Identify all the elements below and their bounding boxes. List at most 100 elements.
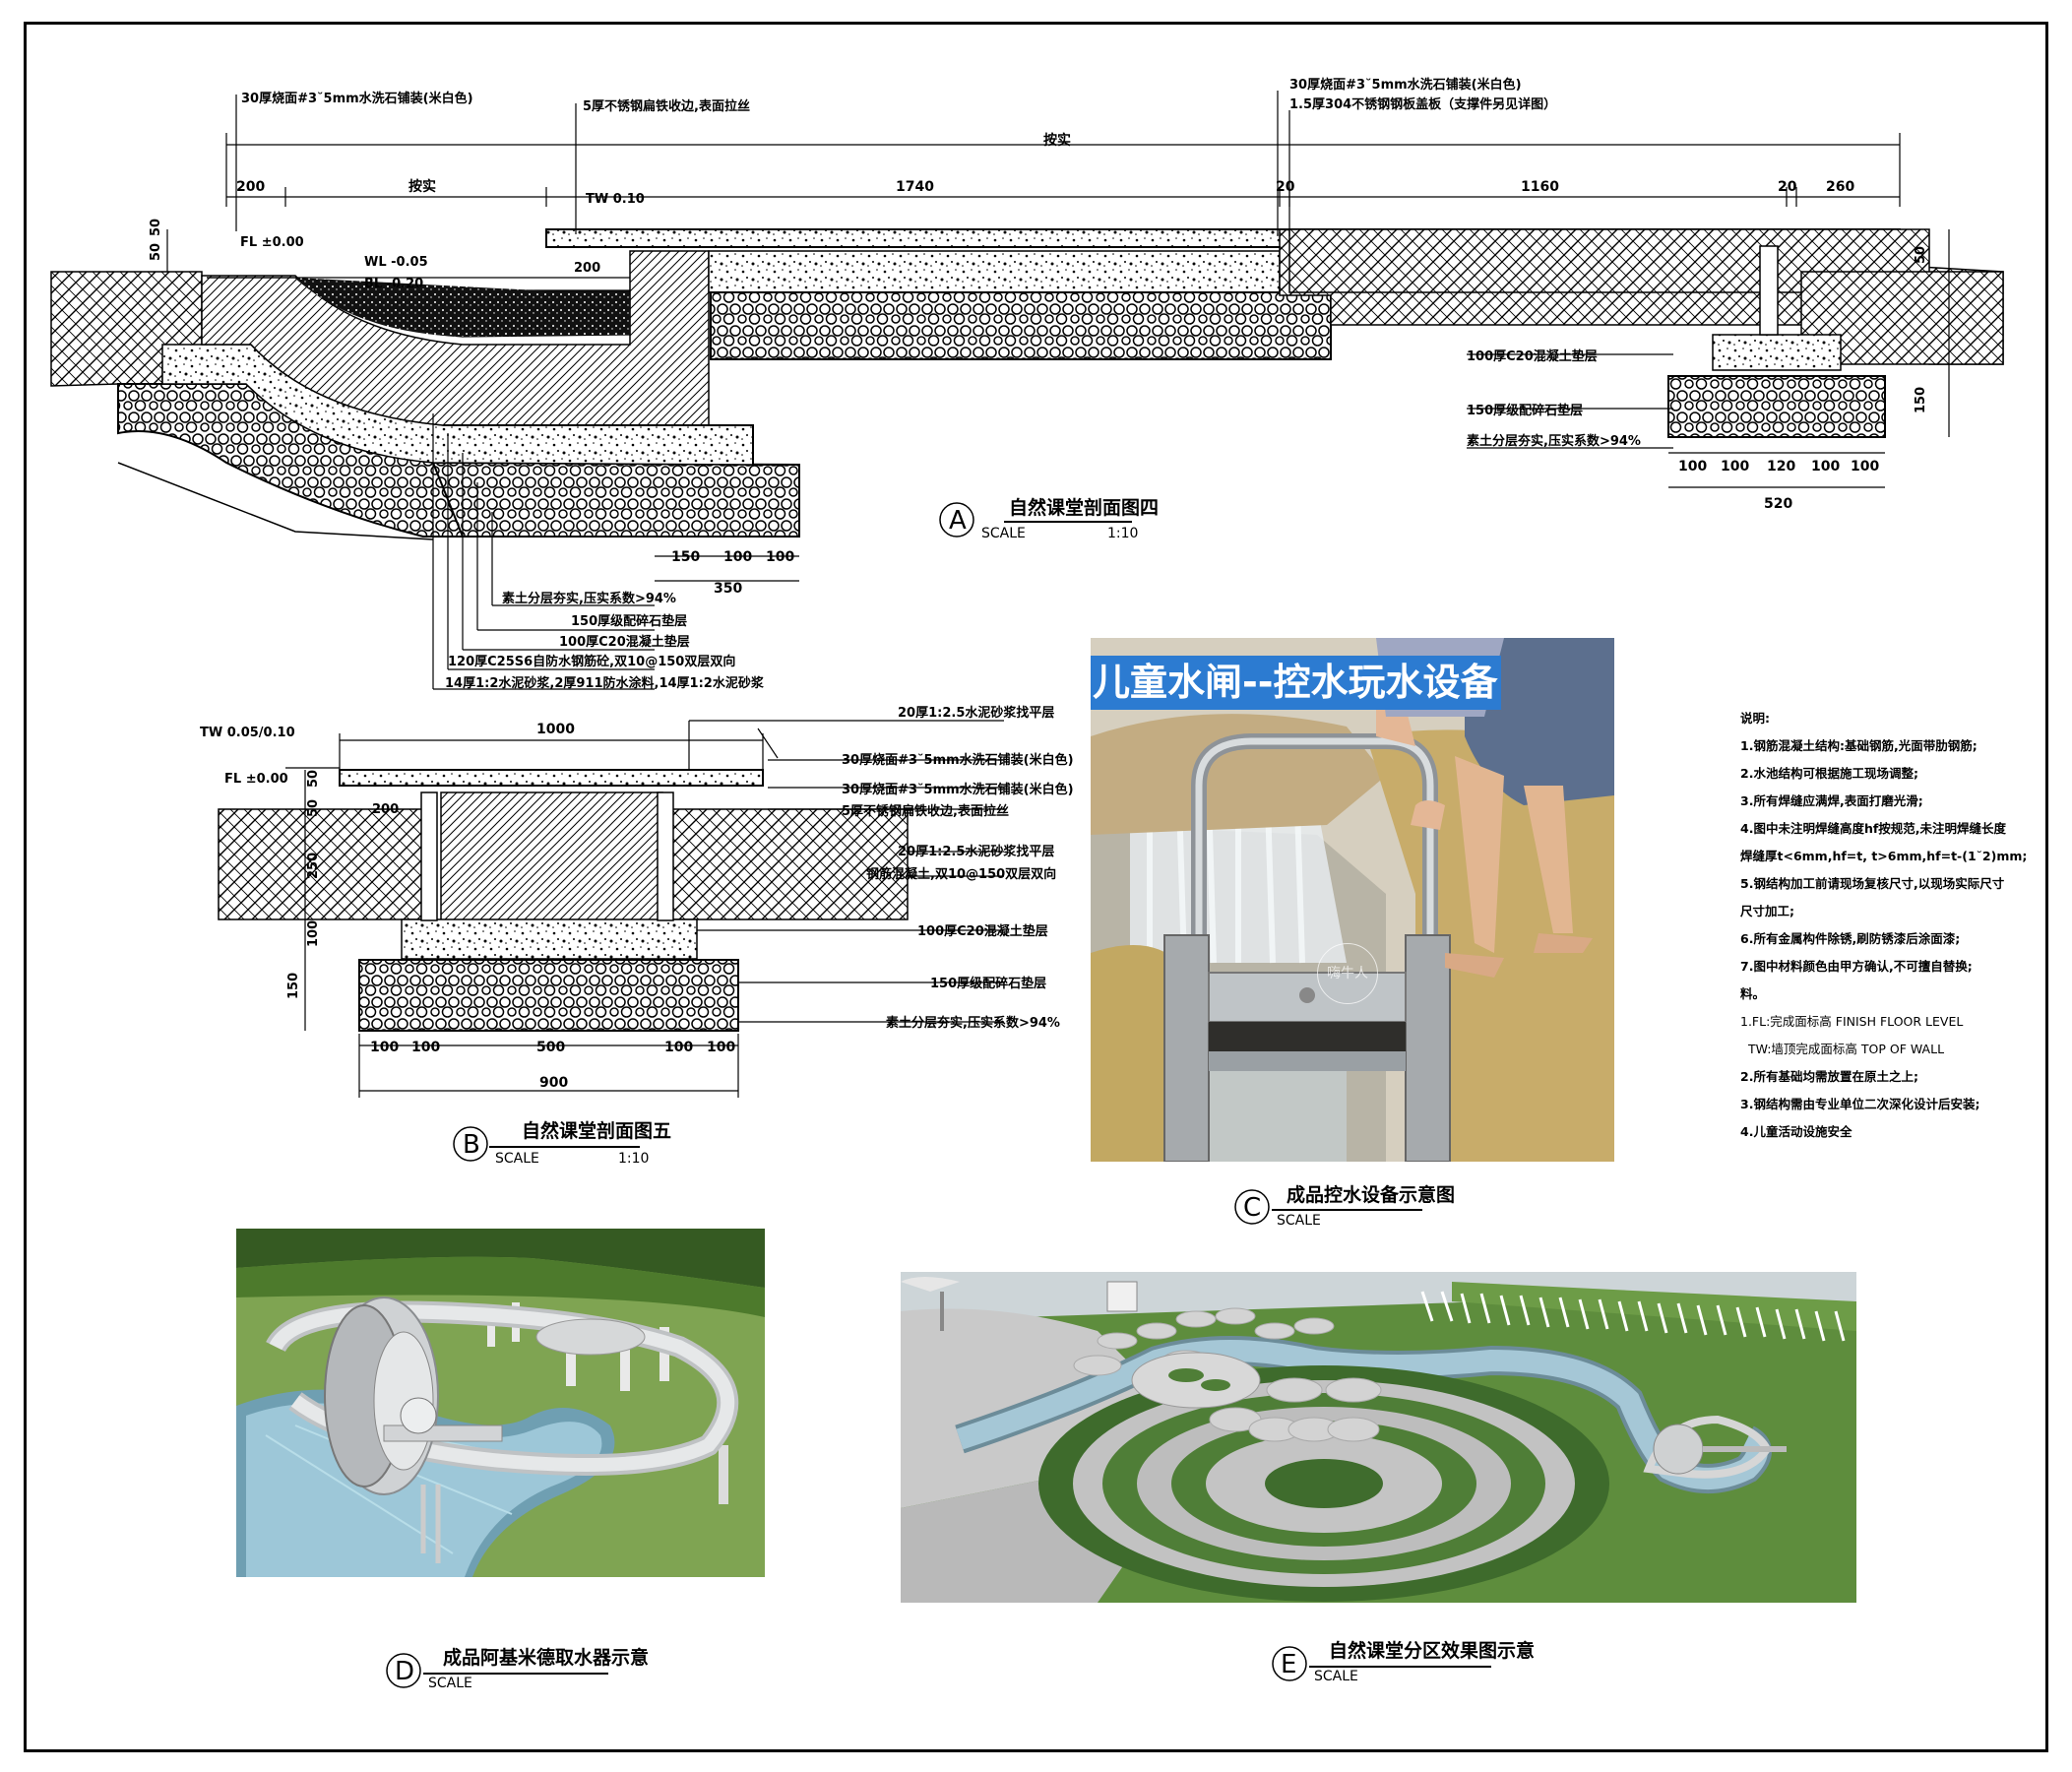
section-a-note-top-1: 30厚烧面#3˘5mm水洗石铺装(米白色) (241, 91, 473, 106)
section-a-bottom-dim-1: 150 (671, 549, 700, 565)
panel-e-scale-word: SCALE (1314, 1669, 1358, 1684)
section-a-total-dim: 按实 (1043, 132, 1071, 149)
panel-d-title-block: D 成品阿基米德取水器示意 SCALE (386, 1646, 649, 1691)
note-item: 1.FL:完成面标高 FINISH FLOOR LEVEL (1740, 1014, 1964, 1029)
panel-e-render (901, 1272, 1856, 1603)
panel-d-render (236, 1229, 765, 1577)
section-a-small-dim-50b: 50 (149, 219, 163, 236)
section-b-layer-4: 5厚不锈钢扁铁收边,表面拉丝 (842, 803, 1009, 819)
note-item: 5.钢结构加工前请现场复核尺寸,以现场实际尺寸 (1740, 876, 2005, 891)
archimedes-screw-illustration (236, 1229, 765, 1577)
section-b-scale-word: SCALE (495, 1151, 539, 1167)
note-item: 焊缝厚t<6mm,hf=t, t>6mm,hf=t-(1˘2)mm; (1740, 849, 2028, 863)
section-a-layer-2: 150厚级配碎石垫层 (571, 613, 687, 629)
section-a-dim-2: 按实 (408, 178, 436, 195)
section-b-drawing (218, 720, 1004, 1098)
notes-block: 说明: 1.钢筋混凝土结构:基础钢筋,光面带肋钢筋; 2.水池结构可根据施工现场… (1740, 705, 2028, 1146)
section-a-right-layer-2: 150厚级配碎石垫层 (1467, 403, 1583, 418)
panel-c-photo: 儿童水闸--控水玩水设备 嗨牛人 (1091, 638, 1614, 1162)
section-a-bottom-dim-3: 100 (766, 549, 794, 565)
section-b-bottom-dim-1: 100 (370, 1040, 399, 1055)
section-a-scale: 1:10 (1107, 526, 1138, 541)
section-a-dim-1: 200 (236, 179, 265, 195)
section-a-label: A (949, 506, 967, 536)
section-a-layer-4: 120厚C25S6自防水钢筋砼,双10@150双层双向 (448, 654, 735, 669)
section-b-layer-3: 30厚烧面#3˘5mm水洗石铺装(米白色) (842, 782, 1074, 797)
panel-d-scale-word: SCALE (428, 1676, 472, 1691)
section-a-level-fl: FL ±0.00 (240, 235, 304, 250)
section-a-right-bottom-dim-6: 520 (1764, 496, 1792, 512)
section-a-right-layer-3: 素土分层夯实,压实系数>94% (1467, 433, 1641, 449)
section-a-dim-5: 1160 (1521, 179, 1559, 195)
section-b-title-block: B 自然课堂剖面图五 SCALE 1:10 (453, 1119, 671, 1167)
section-a-right-bottom-dim-2: 100 (1721, 459, 1749, 475)
note-item: 7.图中材料颜色由甲方确认,不可擅自替换; (1740, 959, 1973, 974)
section-b-label: B (463, 1130, 480, 1160)
section-a-note-top-2: 5厚不锈钢扁铁收边,表面拉丝 (583, 98, 750, 114)
section-b-left-dim-4: 250 (306, 853, 321, 879)
section-b-layer-6: 钢筋混凝土,双10@150双层双向 (866, 866, 1056, 882)
note-item: 6.所有金属构件除锈,刷防锈漆后涂面漆; (1740, 931, 1961, 946)
drawing-border (24, 22, 2048, 1752)
section-b-level-fl: FL ±0.00 (224, 772, 288, 787)
section-b-bottom-dim-6: 900 (539, 1075, 568, 1091)
section-a-note-top-3: 30厚烧面#3˘5mm水洗石铺装(米白色) (1289, 77, 1522, 93)
note-item: 2.所有基础均需放置在原土之上; (1740, 1069, 1918, 1084)
section-b-bottom-dim-4: 100 (664, 1040, 693, 1055)
panel-c-label: C (1243, 1193, 1261, 1223)
section-a-level-bl: BL -0.20 (364, 277, 423, 291)
notes-heading: 说明: (1740, 711, 1770, 726)
section-b-left-dim-1: 50 (306, 770, 321, 788)
section-b-scale: 1:10 (618, 1151, 649, 1167)
zone-effect-illustration (901, 1272, 1856, 1603)
note-item: 尺寸加工; (1740, 904, 1794, 918)
section-a-title-block: A 自然课堂剖面图四 SCALE 1:10 (939, 496, 1159, 541)
section-a-bottom-dim-2: 100 (723, 549, 752, 565)
panel-d-title: 成品阿基米德取水器示意 (443, 1646, 649, 1669)
note-item: 1.钢筋混凝土结构:基础钢筋,光面带肋钢筋; (1740, 738, 1978, 753)
section-b-layer-7: 100厚C20混凝土垫层 (917, 923, 1048, 939)
note-item: 料。 (1740, 986, 1766, 1001)
panel-c-banner: 儿童水闸--控水玩水设备 (1091, 656, 1501, 710)
section-a-bottom-dim-4: 350 (714, 581, 742, 597)
section-b-layer-8: 150厚级配碎石垫层 (930, 976, 1046, 991)
section-a-level-wl: WL -0.05 (364, 255, 428, 270)
section-a-dim-4: 20 (1276, 179, 1295, 195)
section-a-dim-3: 1740 (896, 179, 934, 195)
section-a-right-dim-150: 150 (1914, 387, 1928, 413)
section-b-left-dim-6: 150 (286, 973, 301, 999)
note-item: 3.钢结构需由专业单位二次深化设计后安装; (1740, 1097, 1980, 1111)
section-a-right-bottom-dim-4: 100 (1811, 459, 1840, 475)
section-b-layer-1: 20厚1:2.5水泥砂浆找平层 (898, 705, 1054, 721)
panel-e-title: 自然课堂分区效果图示意 (1329, 1639, 1535, 1662)
section-a-layer-1: 素土分层夯实,压实系数>94% (502, 591, 676, 606)
section-b-bottom-dim-5: 100 (707, 1040, 735, 1055)
section-b-level-tw: TW 0.05/0.10 (200, 726, 295, 740)
panel-e-title-block: E 自然课堂分区效果图示意 SCALE (1272, 1639, 1535, 1684)
section-b-misc-200: 200 (372, 802, 399, 817)
section-a-right-bottom-dim-3: 120 (1767, 459, 1795, 475)
panel-c-title-block: C 成品控水设备示意图 SCALE (1234, 1183, 1455, 1229)
section-b-top-dim: 1000 (536, 722, 575, 737)
note-item: 2.水池结构可根据施工现场调整; (1740, 766, 1918, 781)
panel-e-label: E (1281, 1650, 1296, 1679)
section-a-dim-7: 260 (1826, 179, 1854, 195)
note-item: TW:墙顶完成面标高 TOP OF WALL (1740, 1042, 1945, 1056)
section-a-note-top-4: 1.5厚304不锈钢钢板盖板（支撑件另见详图） (1289, 96, 1556, 112)
section-b-bottom-dim-3: 500 (536, 1040, 565, 1055)
section-a-dim-6: 20 (1778, 179, 1797, 195)
section-b-layer-9: 素土分层夯实,压实系数>94% (886, 1015, 1060, 1031)
section-a-small-dim-50a: 50 (149, 243, 163, 261)
section-b-left-dim-3: 100 (306, 920, 321, 947)
panel-c-scale-word: SCALE (1277, 1213, 1321, 1229)
section-a-layer-3: 100厚C20混凝土垫层 (559, 634, 690, 650)
section-b-bottom-dim-2: 100 (411, 1040, 440, 1055)
section-b-layer-2: 30厚烧面#3˘5mm水洗石铺装(米白色) (842, 752, 1074, 768)
section-b-layer-5: 20厚1:2.5水泥砂浆找平层 (898, 844, 1054, 859)
section-a-right-layer-1: 100厚C20混凝土垫层 (1467, 348, 1598, 364)
section-b-left-dim-2: 50 (306, 799, 321, 817)
section-a-level-tw: TW 0.10 (586, 192, 645, 207)
section-a-right-bottom-dim-1: 100 (1678, 459, 1707, 475)
section-a-title: 自然课堂剖面图四 (1009, 496, 1159, 519)
